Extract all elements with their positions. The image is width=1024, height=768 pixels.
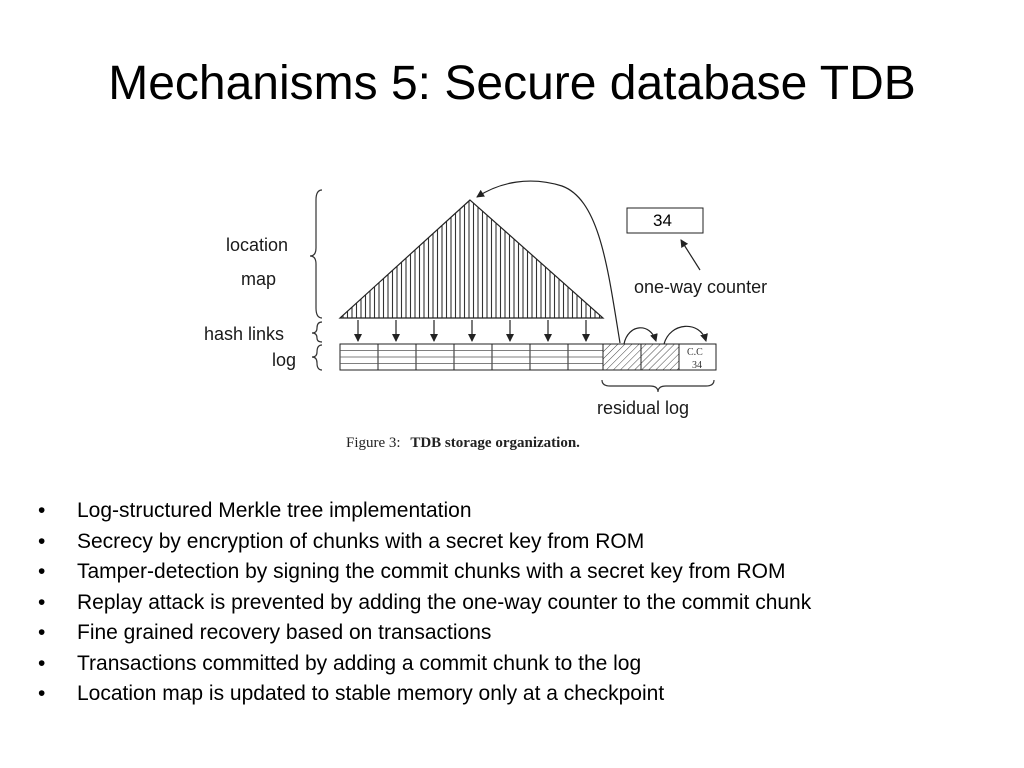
log-brace (311, 344, 323, 371)
hash-links-label: hash links (204, 324, 284, 344)
residual-link-arrow (663, 325, 708, 345)
bullet-marker: • (38, 560, 46, 583)
bullet-item: • Location map is updated to stable memor… (38, 679, 1018, 710)
one-way-counter-box (626, 207, 704, 234)
hash-links-brace (311, 321, 323, 343)
bullet-marker: • (38, 529, 46, 553)
location-label: location (226, 235, 288, 255)
bullet-text: Transactions committed by adding a commi… (77, 651, 642, 675)
residual-log-block (602, 343, 642, 371)
bullet-marker: • (38, 682, 46, 705)
slide-title: Mechanisms 5: Secure database TDB (108, 57, 916, 110)
one-way-counter-label: one-way counter (634, 277, 767, 297)
residual-log-brace (601, 379, 715, 393)
commit-chunk-counter: 34 (692, 360, 702, 371)
bullet-text: Secrecy by encryption of chunks with a s… (77, 529, 645, 553)
residual-log-label: residual log (597, 398, 689, 418)
root-hash-arrow (476, 180, 621, 344)
bullet-text: Replay attack is prevented by adding the… (77, 590, 812, 614)
log-label: log (272, 350, 296, 370)
counter-pointer-arrow (680, 239, 701, 271)
bullet-item: • Fine grained recovery based on transact… (38, 618, 1018, 649)
location-map-brace (309, 189, 323, 319)
figure-caption-text: TDB storage organization. (410, 435, 580, 451)
bullet-marker: • (38, 651, 46, 675)
bullet-marker: • (38, 499, 46, 522)
residual-log-block (640, 343, 680, 371)
map-label: map (241, 269, 276, 289)
log-blocks (339, 343, 717, 371)
bullet-item: • Secrecy by encryption of chunks with a … (38, 527, 1018, 558)
bullet-marker: • (38, 621, 46, 644)
location-map-tree (338, 199, 605, 319)
bullet-text: Location map is updated to stable memory… (77, 682, 665, 705)
bullet-list: • Log-structured Merkle tree implementati… (38, 496, 1018, 710)
bullet-item: • Log-structured Merkle tree implementati… (38, 496, 1018, 527)
figure-caption-prefix: Figure 3: (346, 435, 401, 451)
bullet-text: Tamper-detection by signing the commit c… (77, 560, 786, 583)
bullet-item: • Replay attack is prevented by adding th… (38, 588, 1018, 619)
bullet-marker: • (38, 590, 46, 614)
bullet-item: • Tamper-detection by signing the commit … (38, 557, 1018, 588)
residual-link-arrow (623, 327, 658, 345)
hash-link-arrows (354, 320, 590, 342)
counter-value: 34 (653, 211, 672, 230)
commit-chunk-block (678, 343, 717, 371)
figure-caption: Figure 3: TDB storage organization. (346, 435, 580, 451)
bullet-text: Fine grained recovery based on transacti… (77, 621, 492, 644)
bullet-text: Log-structured Merkle tree implementatio… (77, 499, 472, 522)
bullet-item: • Transactions committed by adding a comm… (38, 649, 1018, 680)
commit-chunk-label: C.C (687, 347, 703, 358)
